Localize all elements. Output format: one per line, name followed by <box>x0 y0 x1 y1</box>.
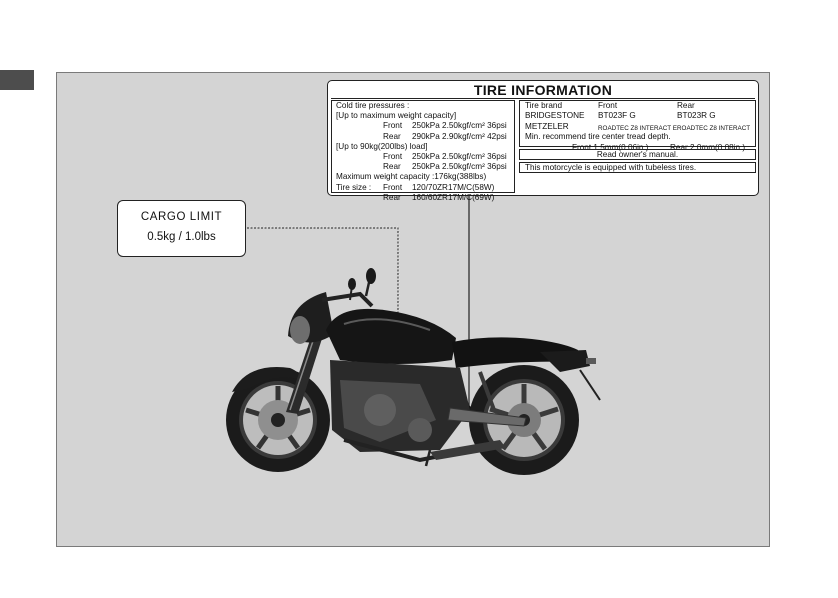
title-divider <box>331 98 755 99</box>
size-rear-label: Rear <box>383 192 401 202</box>
light-rear-value: 250kPa 2.50kgf/cm² 36psi <box>412 162 507 172</box>
brand-front-model: ROADTEC Z8 INTERACT E <box>598 124 677 132</box>
light-front-value: 250kPa 2.50kgf/cm² 36psi <box>412 151 507 161</box>
brand-name: BRIDGESTONE <box>525 111 585 121</box>
max-rear-value: 290kPa 2.90kgf/cm² 42psi <box>412 131 507 141</box>
cargo-limit-value: 0.5kg / 1.0lbs <box>147 231 216 243</box>
tire-information-title: TIRE INFORMATION <box>473 82 613 98</box>
tire-brand-box: Tire brand Front Rear BRIDGESTONE BT023F… <box>519 100 756 152</box>
brand-rear-model: BT023R G <box>677 111 716 121</box>
tire-size-label: Tire size : <box>336 182 372 192</box>
section-tab <box>0 70 34 90</box>
cargo-limit-label: CARGO LIMIT 0.5kg / 1.0lbs <box>117 200 246 257</box>
size-rear-value: 160/60ZR17M/C(69W) <box>412 192 495 202</box>
tire-pressure-box: Cold tire pressures : [Up to maximum wei… <box>331 100 515 202</box>
brand-front-model: BT023F G <box>598 111 636 121</box>
tread-depth-title: Min. recommend tire center tread depth. <box>525 132 671 142</box>
max-load-heading: [Up to maximum weight capacity] <box>336 111 457 121</box>
cargo-limit-title: CARGO LIMIT <box>140 211 223 223</box>
tread-front: Front 1.5mm(0.06in.) <box>572 142 649 152</box>
max-front-label: Front <box>383 121 403 131</box>
cold-pressure-title: Cold tire pressures : <box>336 101 410 110</box>
brand-header: Tire brand <box>525 101 563 110</box>
light-front-label: Front <box>383 151 403 161</box>
brand-front-header: Front <box>598 101 618 110</box>
tubeless-note: This motorcycle is equipped with tubeles… <box>519 162 756 173</box>
brand-name: METZELER <box>525 121 569 131</box>
size-front-value: 120/70ZR17M/C(58W) <box>412 182 495 192</box>
tire-information-label: TIRE INFORMATION Cold tire pressures : [… <box>327 80 759 202</box>
light-rear-label: Rear <box>383 162 401 172</box>
tread-rear: Rear 2.0mm(0.08in.) <box>670 142 746 152</box>
read-manual-note: Read owner's manual. <box>519 149 756 160</box>
size-front-label: Front <box>383 182 403 192</box>
max-rear-label: Rear <box>383 131 401 141</box>
brand-rear-header: Rear <box>677 101 695 110</box>
brand-rear-model: ROADTEC Z8 INTERACT <box>677 124 751 132</box>
max-weight-capacity: Maximum weight capacity :176kg(388lbs) <box>336 172 487 182</box>
max-front-value: 250kPa 2.50kgf/cm² 36psi <box>412 121 507 131</box>
light-load-heading: [Up to 90kg(200lbs) load] <box>336 141 428 151</box>
